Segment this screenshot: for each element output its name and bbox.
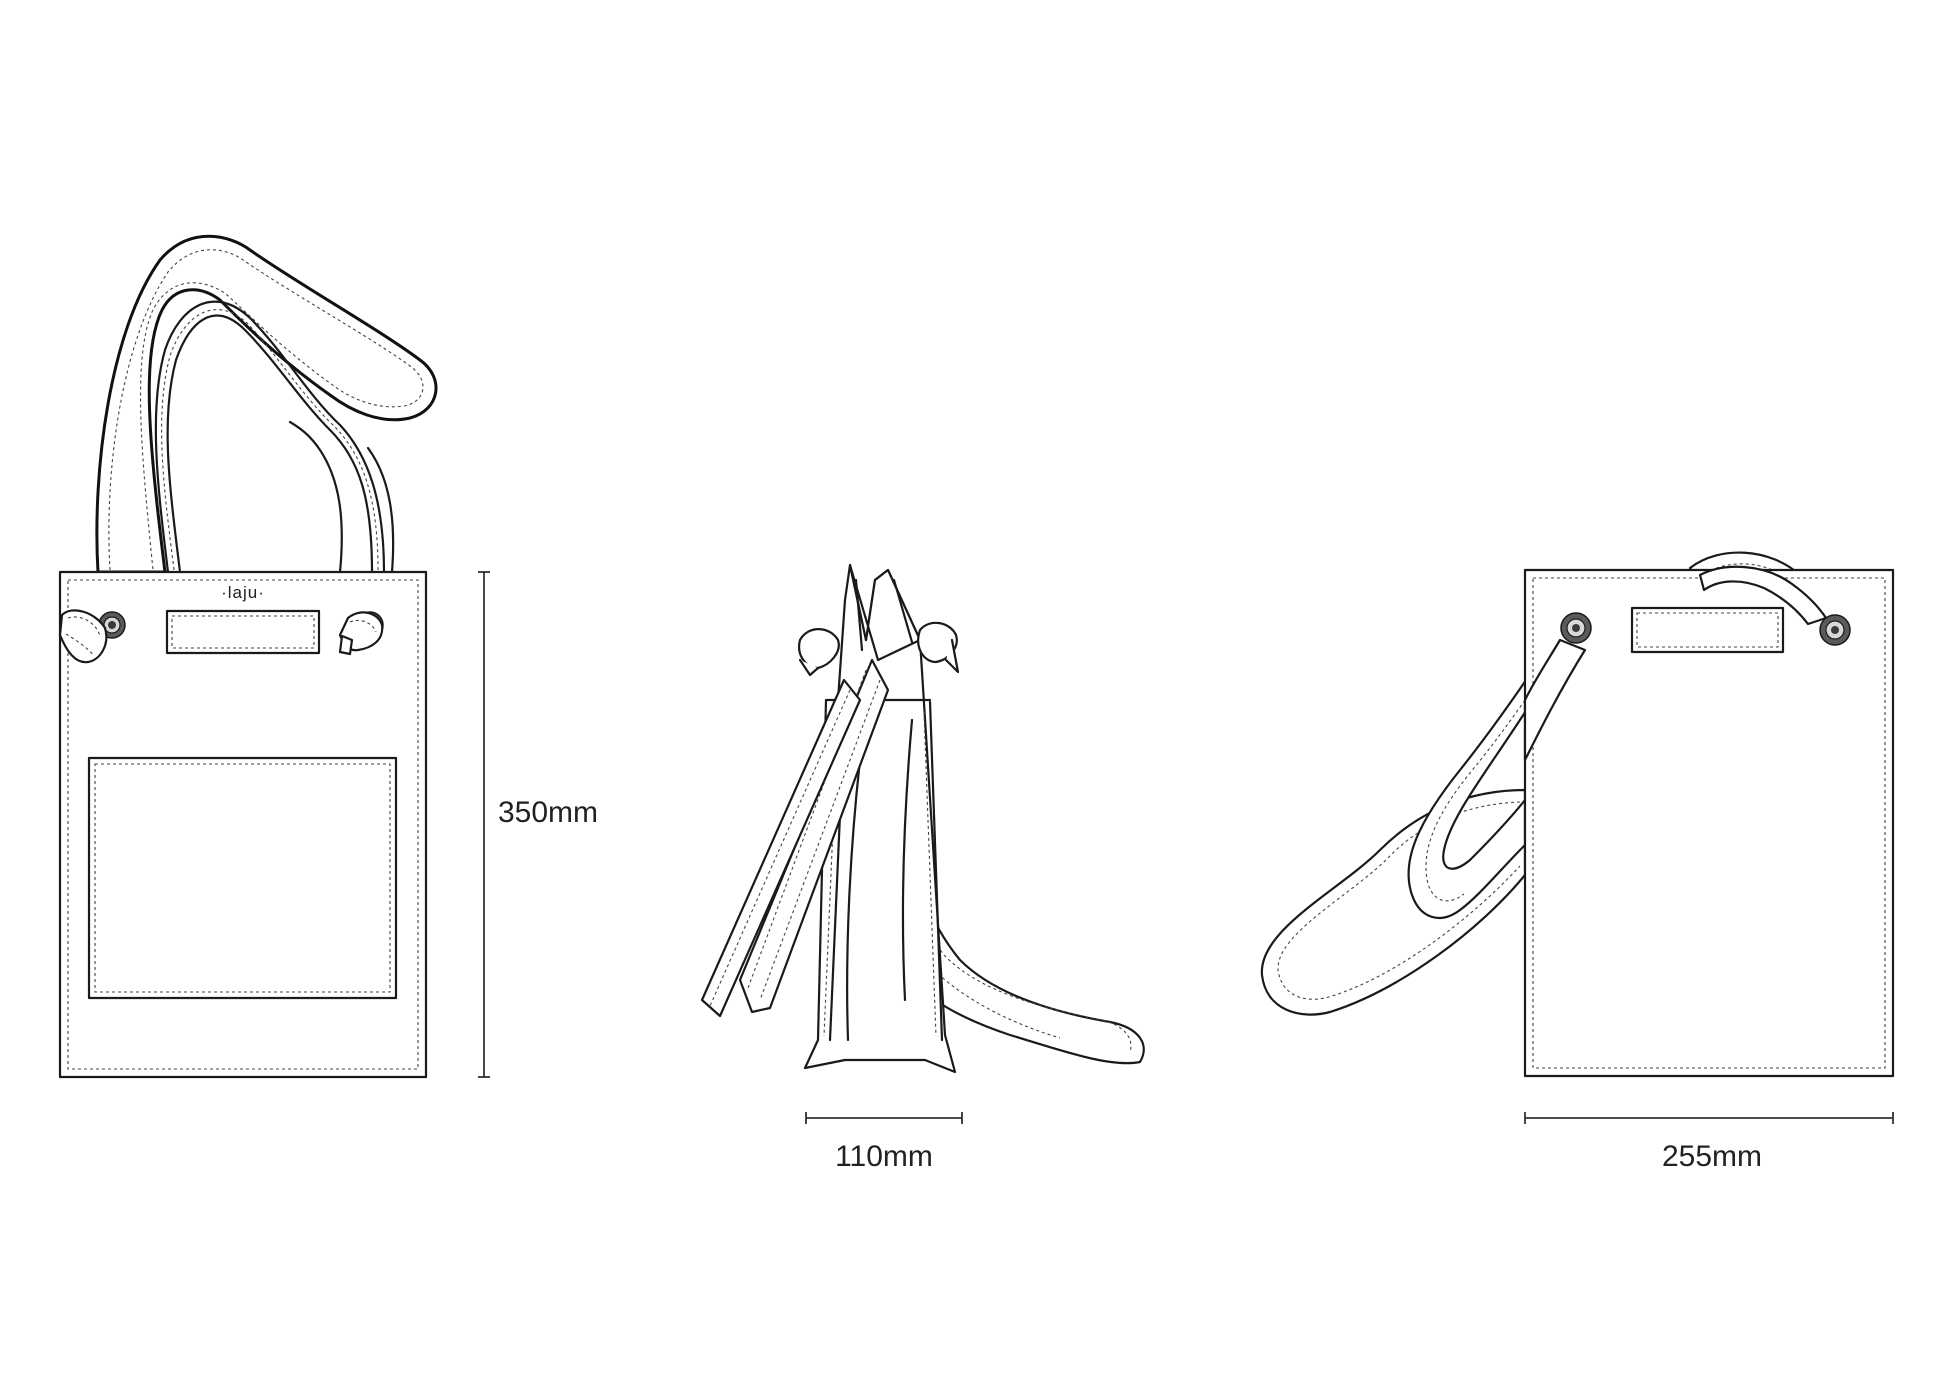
back-view: [1260, 551, 1895, 1078]
back-label-window: [1630, 606, 1785, 654]
depth-label: 110mm: [835, 1140, 933, 1173]
right-strap-knot: [338, 611, 384, 656]
side-strap-knots: [798, 621, 960, 677]
front-view: ·laju·: [58, 234, 438, 1079]
side-view: [700, 563, 1145, 1074]
left-strap-knot: [58, 609, 126, 664]
back-right-grommet: [1819, 614, 1851, 646]
front-pocket: [87, 756, 398, 1000]
front-strap: [95, 234, 438, 574]
width-label: 255mm: [1662, 1140, 1762, 1173]
height-dimension: 350mm: [478, 571, 598, 1078]
brand-logo: ·laju·: [221, 583, 265, 602]
back-left-grommet: [1560, 612, 1592, 644]
height-label: 350mm: [498, 796, 598, 829]
label-window: [165, 609, 321, 655]
width-dimension: 255mm: [1524, 1112, 1894, 1173]
depth-dimension: 110mm: [805, 1112, 963, 1173]
